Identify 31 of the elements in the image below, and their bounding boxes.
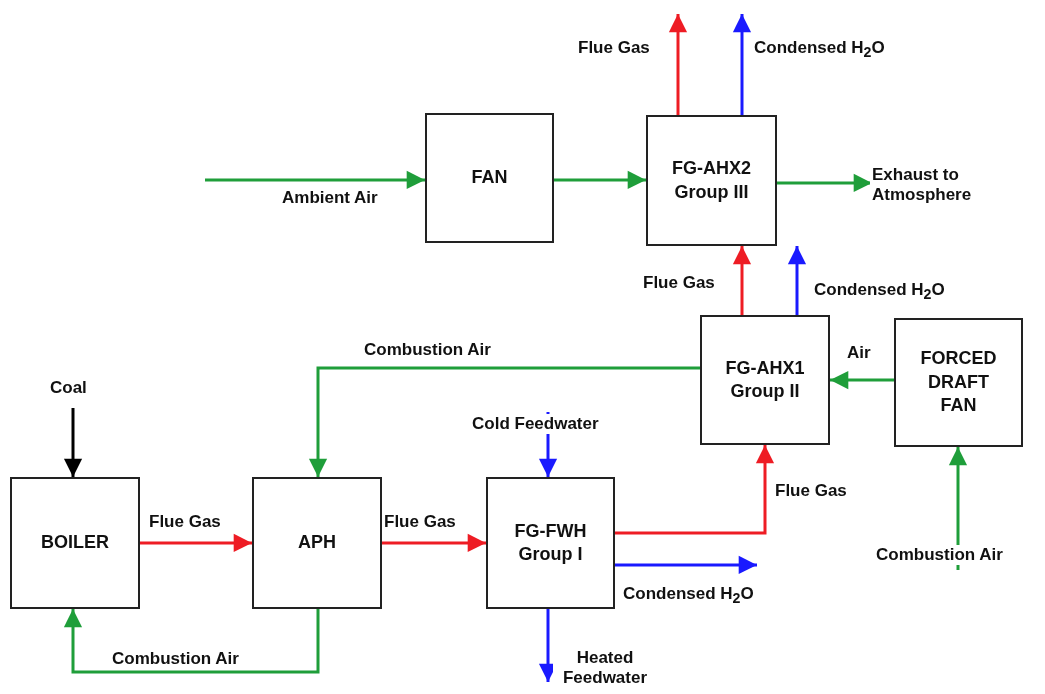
arrow: [140, 533, 252, 553]
box-label: FAN: [471, 166, 508, 190]
arrow: [787, 246, 807, 315]
arrow: [63, 609, 320, 674]
edge-label: Cold Feedwater: [470, 414, 601, 435]
process-box: [894, 318, 1023, 447]
process-box: [252, 477, 382, 609]
process-box: [425, 113, 554, 243]
box-label: APH: [298, 531, 336, 555]
arrow: [830, 370, 894, 390]
arrow: [777, 173, 872, 193]
box-label: FG-FWH Group I: [513, 519, 588, 566]
arrow: [382, 533, 486, 553]
arrow: [615, 555, 757, 575]
arrow: [205, 170, 425, 190]
edge-label: Combustion Air: [874, 545, 1005, 566]
arrow: [732, 14, 752, 115]
box-label: FORCED DRAFT FAN: [919, 347, 998, 418]
arrow: [615, 445, 775, 535]
arrow: [668, 14, 688, 115]
process-box: [700, 315, 830, 445]
box-label: BOILER: [41, 531, 109, 555]
arrow: [732, 246, 752, 315]
arrow: [63, 408, 83, 477]
process-box: [646, 115, 777, 246]
box-label: FG-AHX1 Group II: [724, 356, 806, 403]
arrow: [308, 366, 700, 477]
process-box: [10, 477, 140, 609]
box-label: FG-AHX2 Group III: [671, 157, 752, 204]
process-box: [486, 477, 615, 609]
arrow: [554, 170, 646, 190]
